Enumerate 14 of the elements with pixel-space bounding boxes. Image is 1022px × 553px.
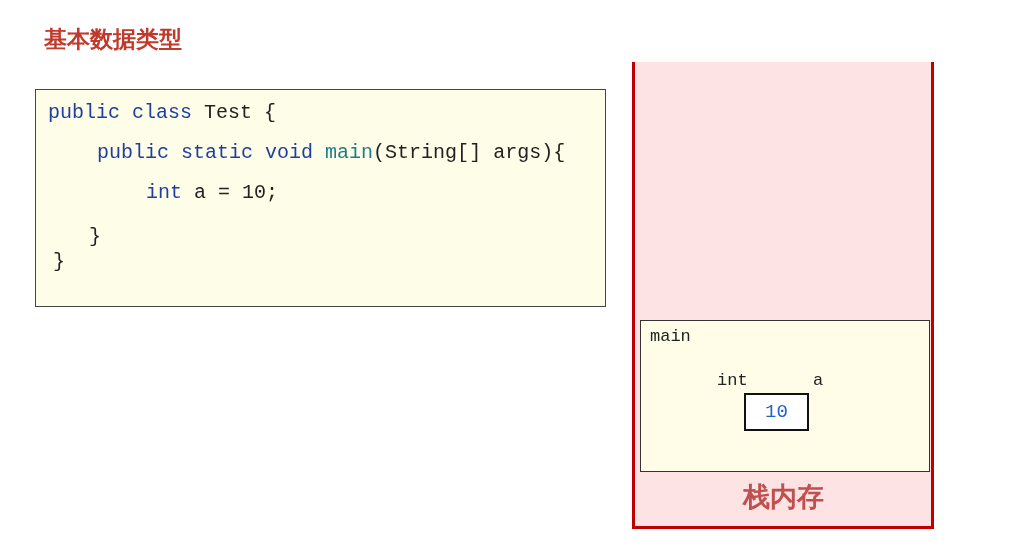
- code-panel: [35, 89, 606, 307]
- code-line: int a = 10;: [146, 181, 279, 205]
- slide-title: 基本数据类型: [44, 25, 182, 54]
- type-label: int: [717, 371, 748, 391]
- panel-label: 栈内存: [741, 480, 825, 514]
- code-line: public class Test {: [48, 101, 277, 125]
- code-line: }: [89, 225, 101, 249]
- code-line: }: [53, 250, 65, 274]
- frame-label: main: [650, 327, 691, 347]
- code-line: public static void main(String[] args){: [97, 141, 566, 165]
- variable-name: a: [813, 371, 824, 391]
- stack-memory-panel: [632, 62, 934, 529]
- value-box: 10: [744, 393, 809, 431]
- stack-frame: [640, 320, 930, 472]
